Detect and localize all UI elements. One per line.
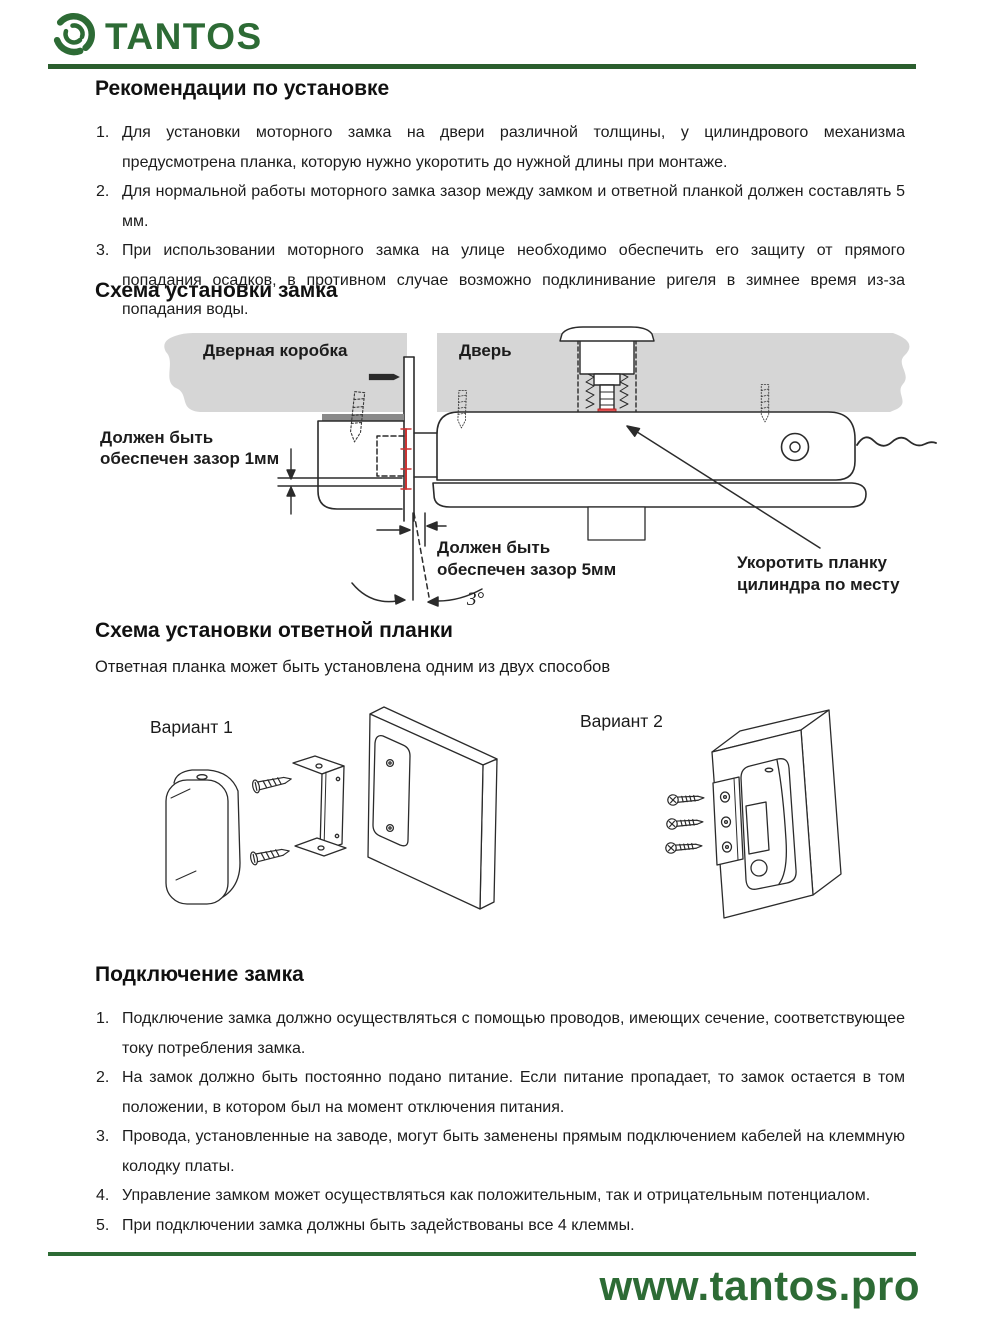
- label-gap5-line1: Должен быть: [437, 538, 550, 557]
- door-shape: [437, 333, 910, 412]
- section-recommendations: Рекомендации по установке Для установки …: [95, 76, 905, 325]
- deadbolt: [376, 432, 438, 478]
- section-lock-scheme: Схема установки замка: [95, 278, 905, 320]
- strike-box: [317, 420, 405, 510]
- label-shorten-line2: цилиндра по месту: [737, 575, 900, 594]
- connection-title: Подключение замка: [95, 963, 304, 986]
- shorten-pointer-arrow: [626, 425, 821, 549]
- logo-wordmark: TANTOS: [105, 15, 263, 57]
- list-item: Для нормальной работы моторного замка за…: [96, 177, 905, 230]
- mounting-bracket: [292, 755, 347, 857]
- recommendations-list: Для установки моторного замка на двери р…: [95, 118, 905, 325]
- strike-scheme-title: Схема установки ответной планки: [95, 619, 453, 642]
- screw: [664, 840, 703, 855]
- tantos-logo: TANTOS: [50, 10, 263, 63]
- screw: [248, 843, 292, 867]
- screw: [666, 792, 705, 807]
- list-item: При подключении замка должны быть задейс…: [96, 1211, 635, 1240]
- label-angle: 3°: [466, 589, 485, 610]
- label-door: Дверь: [459, 341, 512, 360]
- section-connection: Подключение замка Подключение замка долж…: [95, 962, 905, 1240]
- magnet-depth: [173, 769, 241, 898]
- cable-wire: [856, 436, 937, 447]
- label-gap1-line2: обеспечен зазор 1мм: [100, 449, 279, 468]
- door-frame-shape: [164, 333, 407, 412]
- lock-tail: [587, 506, 646, 541]
- list-item: На замок должно быть постоянно подано пи…: [96, 1063, 905, 1116]
- label-door-frame: Дверная коробка: [203, 341, 348, 360]
- list-item: Подключение замка должно осуществляться …: [96, 1004, 905, 1057]
- strike-variants-figure: Вариант 1 Вариант 2: [150, 706, 842, 919]
- website-url: www.tantos.pro: [599, 1262, 920, 1309]
- bracket-plate: [404, 357, 414, 521]
- latch-body: [740, 758, 797, 890]
- list-item: При использовании моторного замка на ули…: [96, 236, 905, 318]
- cylinder-hole: [780, 432, 810, 462]
- variant1-label: Вариант 1: [150, 717, 233, 737]
- variant2-figure: [664, 709, 842, 919]
- section-strike-scheme: Схема установки ответной планки Ответная…: [95, 618, 905, 678]
- screw-side: [368, 373, 400, 381]
- variant2-label: Вариант 2: [580, 711, 663, 731]
- gap-5mm-dimension: [351, 512, 483, 607]
- lock-body: [436, 411, 856, 481]
- footer-divider: [48, 1252, 916, 1256]
- gap-1mm-dimension: [277, 448, 403, 515]
- screw: [250, 771, 294, 795]
- screw: [665, 816, 704, 831]
- tantos-ring-icon: [50, 10, 98, 63]
- variant1-figure: [165, 706, 498, 910]
- cylinder-cap: [559, 326, 655, 342]
- lock-faceplate: [432, 482, 867, 508]
- strike-scheme-subtitle: Ответная планка может быть установлена о…: [95, 658, 611, 676]
- list-item: Для установки моторного замка на двери р…: [96, 118, 905, 171]
- strike-plate-slab: [367, 706, 498, 910]
- lock-install-diagram: Дверная коробка Дверь Должен быть обеспе…: [100, 326, 937, 610]
- recommendations-title: Рекомендации по установке: [95, 77, 390, 100]
- label-gap1-line1: Должен быть: [100, 428, 213, 447]
- list-item: Провода, установленные на заводе, могут …: [96, 1122, 905, 1175]
- connection-list: Подключение замка должно осуществляться …: [95, 1004, 905, 1240]
- label-gap5-line2: обеспечен зазор 5мм: [437, 560, 616, 579]
- label-shorten-line1: Укоротить планку: [737, 553, 888, 572]
- gap-mark-red: [400, 428, 412, 490]
- magnet-body: [165, 779, 229, 905]
- lock-scheme-title: Схема установки замка: [95, 279, 338, 302]
- strike-plate-side: [712, 776, 744, 866]
- cylinder-assembly: [559, 326, 655, 418]
- header-divider: [48, 64, 916, 69]
- bracket-flange: [322, 414, 404, 421]
- list-item: Управление замком может осуществляться к…: [96, 1181, 871, 1210]
